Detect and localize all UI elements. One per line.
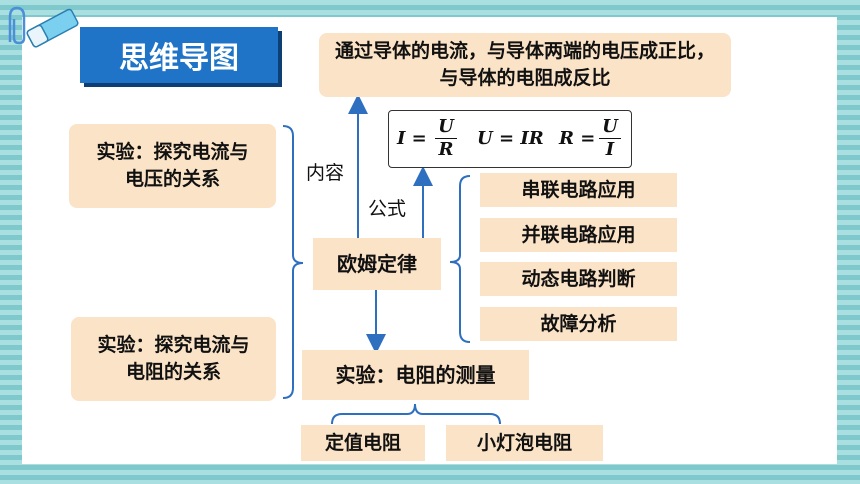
application-fault: 故障分析 xyxy=(480,307,677,341)
experiment-voltage-box: 实验：探究电流与电压的关系 xyxy=(69,124,276,208)
formula-i-fraction: U R xyxy=(435,116,457,161)
formula-i-left: I = xyxy=(397,128,427,149)
eraser-icon xyxy=(26,8,79,48)
left-brace xyxy=(282,125,304,399)
formula-i-denominator: R xyxy=(438,139,454,160)
measurement-bulb-resistance: 小灯泡电阻 xyxy=(446,425,603,461)
application-parallel: 并联电路应用 xyxy=(480,218,677,252)
application-series: 串联电路应用 xyxy=(480,173,677,207)
formula-r-left: R = xyxy=(559,128,596,149)
formula-r-fraction: U I xyxy=(599,116,621,161)
formula-box: I = U R U = IR R = U I xyxy=(388,110,632,168)
experiment-resistance-box: 实验：探究电流与电阻的关系 xyxy=(71,317,276,401)
page-title: 思维导图 xyxy=(80,27,278,83)
formula-i-numerator: U xyxy=(435,116,457,139)
application-dynamic: 动态电路判断 xyxy=(480,262,677,296)
formula-label: 公式 xyxy=(368,198,407,220)
paperclip-icon xyxy=(8,6,26,45)
center-node: 欧姆定律 xyxy=(313,238,441,290)
content-label: 内容 xyxy=(306,162,345,184)
content-text-box: 通过导体的电流，与导体两端的电压成正比，与导体的电阻成反比 xyxy=(319,33,731,97)
bottom-brace xyxy=(331,403,501,425)
formula-u: U = IR xyxy=(477,128,544,149)
formula-r-denominator: I xyxy=(605,139,615,160)
measurement-fixed-resistor: 定值电阻 xyxy=(301,425,425,461)
right-brace xyxy=(449,175,471,343)
formula-r-numerator: U xyxy=(599,116,621,139)
measurement-node: 实验：电阻的测量 xyxy=(302,350,529,400)
